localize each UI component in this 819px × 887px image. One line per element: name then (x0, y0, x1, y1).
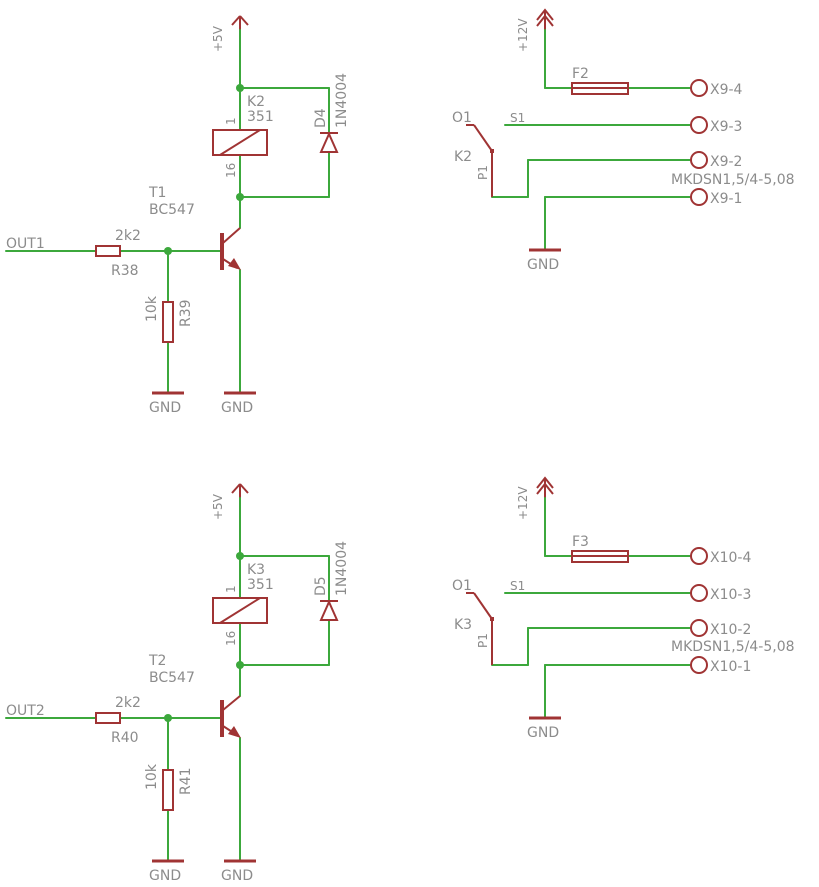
lower-series-resistor (95, 712, 121, 724)
lower-12v-supply-symbol (536, 476, 554, 498)
lower-driver-wires (5, 497, 330, 862)
upper-12v-supply-symbol (536, 8, 554, 30)
lower-transistor-symbol (220, 695, 241, 738)
upper-fuse-name: F2 (572, 66, 589, 82)
lower-terminal-x10-1 (690, 656, 708, 674)
upper-shunt-resistor-name: R39 (178, 299, 194, 327)
upper-transistor-symbol (220, 227, 241, 270)
lower-terminal-x10-2 (690, 619, 708, 637)
lower-contact-circuit: +12V F3 O1 S1 P1 K3 (452, 476, 795, 741)
upper-shunt-resistor-value: 10k (144, 295, 160, 322)
lower-gnd-contact-label: GND (527, 725, 559, 741)
lower-fuse-symbol (571, 550, 629, 563)
lower-input-label: OUT2 (6, 703, 45, 719)
upper-input-label: OUT1 (6, 236, 45, 252)
upper-terminal-label-4: X9-1 (710, 191, 742, 207)
upper-terminal-x9-2 (690, 151, 708, 169)
lower-switch-relay-name: K3 (454, 617, 472, 633)
upper-contact-s1: S1 (510, 111, 525, 125)
upper-transistor-name: T1 (148, 185, 166, 201)
upper-contact-p1: P1 (476, 165, 490, 180)
lower-contact-p1: P1 (476, 633, 490, 648)
upper-gnd-left-label: GND (149, 400, 181, 416)
upper-relay-pin16: 16 (224, 163, 238, 178)
lower-shunt-resistor-value: 10k (144, 763, 160, 790)
lower-terminal-x10-4 (690, 547, 708, 565)
upper-relay-coil (212, 129, 268, 156)
lower-contact-s1: S1 (510, 579, 525, 593)
lower-series-resistor-value: 2k2 (115, 695, 141, 711)
lower-relay-value: 351 (247, 577, 274, 593)
upper-junction-collector (236, 193, 244, 201)
upper-series-resistor-name: R38 (111, 263, 139, 279)
lower-junction-base (164, 714, 172, 722)
upper-relay-name: K2 (247, 94, 265, 110)
lower-relay-pin16: 16 (224, 631, 238, 646)
lower-12v-label: +12V (516, 486, 530, 520)
upper-terminal-x9-1 (690, 188, 708, 206)
upper-terminal-x9-3 (690, 116, 708, 134)
lower-5v-label: +5V (211, 493, 225, 520)
upper-5v-supply-symbol (231, 15, 249, 30)
lower-diode-value: 1N4004 (334, 541, 350, 596)
lower-relay-name: K3 (247, 562, 265, 578)
upper-5v-label: +5V (211, 25, 225, 52)
lower-relay-switch-contact (466, 592, 494, 665)
lower-relay-pin1: 1 (224, 585, 238, 593)
lower-contact-o1: O1 (452, 578, 472, 594)
lower-shunt-resistor (162, 769, 174, 811)
lower-terminal-label-3: X10-2 (710, 622, 751, 638)
lower-transistor-name: T2 (148, 653, 166, 669)
upper-diode-symbol (319, 131, 339, 153)
upper-diode-name: D4 (313, 108, 329, 128)
lower-shunt-resistor-name: R41 (178, 767, 194, 795)
lower-fuse-name: F3 (572, 534, 589, 550)
lower-terminal-label-2: X10-3 (710, 587, 751, 603)
upper-contact-wires (491, 29, 691, 251)
lower-connector-value: MKDSN1,5/4-5,08 (671, 639, 795, 655)
upper-terminal-label-2: X9-3 (710, 119, 742, 135)
upper-switch-relay-name: K2 (454, 149, 472, 165)
lower-junction-supply (236, 552, 244, 560)
upper-diode-value: 1N4004 (334, 73, 350, 128)
lower-gnd-left-label: GND (149, 868, 181, 884)
upper-terminal-label-3: X9-2 (710, 154, 742, 170)
upper-relay-value: 351 (247, 109, 274, 125)
lower-series-resistor-name: R40 (111, 730, 139, 746)
lower-terminal-x10-3 (690, 584, 708, 602)
lower-driver-circuit: +5V K3 351 1 16 D5 1N4004 (5, 483, 350, 884)
upper-gnd-right-label: GND (221, 400, 253, 416)
upper-contact-o1: O1 (452, 110, 472, 126)
lower-transistor-value: BC547 (149, 670, 195, 686)
upper-gnd-contact-label: GND (527, 257, 559, 273)
upper-connector-value: MKDSN1,5/4-5,08 (671, 172, 795, 188)
upper-terminal-x9-4 (690, 79, 708, 97)
upper-fuse-symbol (571, 82, 629, 95)
upper-junction-supply (236, 84, 244, 92)
upper-terminal-label-1: X9-4 (710, 82, 743, 98)
upper-series-resistor-value: 2k2 (115, 228, 141, 244)
upper-transistor-value: BC547 (149, 202, 195, 218)
lower-diode-name: D5 (313, 576, 329, 596)
lower-terminal-label-4: X10-1 (710, 659, 751, 675)
upper-relay-switch-contact (466, 124, 494, 197)
upper-12v-label: +12V (516, 18, 530, 52)
lower-gnd-right-label: GND (221, 868, 253, 884)
lower-relay-coil (212, 597, 268, 624)
lower-diode-symbol (319, 599, 339, 621)
upper-relay-pin1: 1 (224, 117, 238, 125)
upper-shunt-resistor (162, 301, 174, 343)
upper-contact-circuit: +12V F2 O1 S1 P1 K2 (452, 8, 795, 273)
lower-terminal-label-1: X10-4 (710, 550, 751, 566)
lower-contact-wires (491, 497, 691, 719)
upper-series-resistor (95, 245, 121, 257)
lower-junction-collector (236, 661, 244, 669)
upper-driver-circuit: +5V K2 351 1 16 D4 1N4 (5, 15, 350, 416)
upper-junction-base (164, 247, 172, 255)
lower-5v-supply-symbol (231, 483, 249, 498)
